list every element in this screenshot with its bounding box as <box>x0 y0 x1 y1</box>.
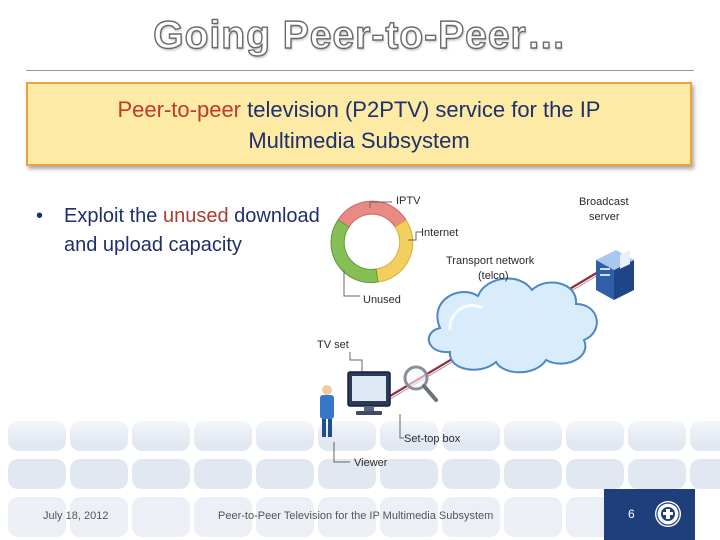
leader-unused <box>343 270 360 297</box>
slide-title: Going Peer-to-Peer… <box>153 13 567 57</box>
callout-text: television (P2PTV) service for the IP <box>241 97 601 122</box>
label-viewer: Viewer <box>354 457 388 469</box>
page-number: 6 <box>628 507 635 521</box>
label-tvset: TV set <box>317 339 349 351</box>
callout-line-2: Multimedia Subsystem <box>248 128 470 153</box>
p2ptv-diagram: IPTV Internet Unused Broadcast server Tr… <box>317 195 634 469</box>
ring-unused-segment <box>330 219 379 284</box>
label-transport-1: Transport network <box>446 255 535 267</box>
footer-date: July 18, 2012 <box>43 510 109 522</box>
ring-internet-segment <box>375 219 414 283</box>
label-internet: Internet <box>421 227 458 239</box>
callout-highlight: Peer-to-peer <box>117 97 242 122</box>
usage-ring <box>330 200 414 284</box>
leader-settop <box>399 414 404 439</box>
bullet-highlight: unused <box>162 205 229 227</box>
footer-pattern <box>0 405 720 537</box>
magnifier-icon <box>403 365 438 402</box>
leader-tvset <box>349 352 363 380</box>
leader-internet <box>408 231 422 241</box>
label-broadcast-2: server <box>589 211 620 223</box>
label-settop: Set-top box <box>404 433 461 445</box>
callout-box: Peer-to-peer television (P2PTV) service … <box>26 82 692 166</box>
label-transport-2: (telco) <box>478 270 509 282</box>
label-broadcast-1: Broadcast <box>579 196 629 208</box>
leader-iptv <box>369 201 392 208</box>
bullet-pre: Exploit the <box>64 205 163 227</box>
tv-monitor-icon <box>347 371 391 415</box>
bullet-text: Exploit the unused download and upload c… <box>64 202 324 260</box>
server-icon <box>596 250 634 300</box>
transport-cloud <box>427 277 598 374</box>
university-seal-icon <box>655 501 681 527</box>
footer-title: Peer-to-Peer Television for the IP Multi… <box>218 510 494 522</box>
label-unused: Unused <box>363 294 401 306</box>
viewer-person-icon <box>320 385 334 437</box>
leader-viewer <box>333 442 350 463</box>
label-iptv: IPTV <box>396 195 421 207</box>
callout-line-1: Peer-to-peer television (P2PTV) service … <box>28 94 690 125</box>
bullet-marker: • <box>36 205 44 227</box>
title-divider <box>26 70 694 71</box>
bullet-post: download and upload capacity <box>64 205 320 256</box>
